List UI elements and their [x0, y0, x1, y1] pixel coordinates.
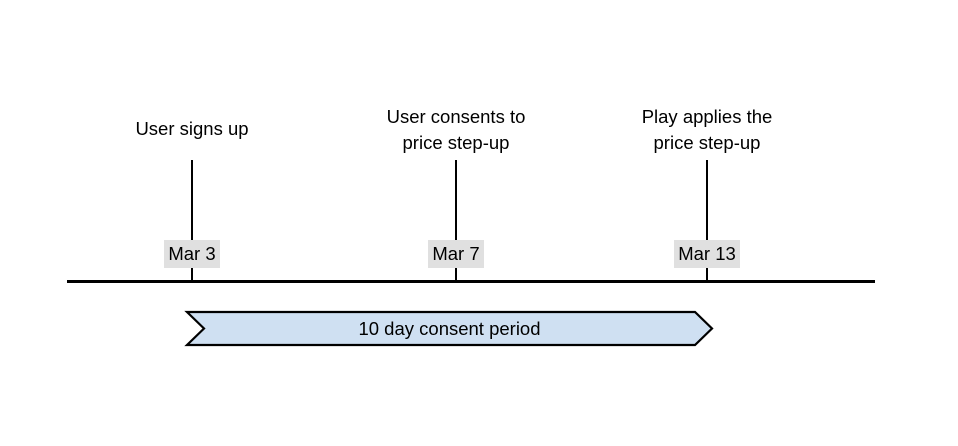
milestone-date-chip: Mar 3	[102, 240, 282, 268]
milestone-tick-line	[706, 160, 708, 282]
milestone-date-chip: Mar 13	[617, 240, 797, 268]
consent-period-arrow-shape	[184, 310, 714, 347]
milestone-tick-line	[455, 160, 457, 282]
milestone-event-label: User signs up	[135, 118, 249, 139]
milestone-event-label: User consents to price step-up	[386, 106, 526, 153]
milestone-date-label: Mar 13	[674, 240, 740, 268]
milestone-event-label: Play applies the price step-up	[641, 106, 773, 153]
milestone-date-chip: Mar 7	[366, 240, 546, 268]
milestone-date-label: Mar 7	[428, 240, 484, 268]
consent-period-banner: 10 day consent period	[184, 310, 714, 347]
timeline-axis-line	[67, 280, 875, 283]
milestone-tick-line	[191, 160, 193, 282]
milestone-date-label: Mar 3	[164, 240, 220, 268]
